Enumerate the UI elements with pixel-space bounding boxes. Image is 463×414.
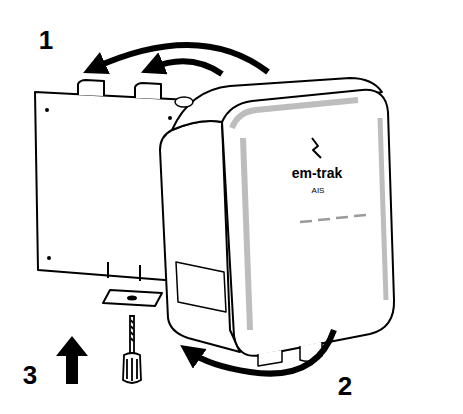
motion-arrow bbox=[190, 330, 334, 374]
callout-number: 2 bbox=[338, 373, 352, 399]
model-text: AIS bbox=[312, 187, 325, 195]
motion-arrow bbox=[56, 336, 88, 384]
ais-device bbox=[160, 78, 394, 366]
motion-arrow bbox=[94, 45, 268, 74]
brand-text: em-trak bbox=[292, 166, 343, 180]
callout-number: 3 bbox=[23, 362, 37, 388]
callout-number: 1 bbox=[39, 27, 53, 53]
thumb-screw bbox=[123, 316, 141, 383]
